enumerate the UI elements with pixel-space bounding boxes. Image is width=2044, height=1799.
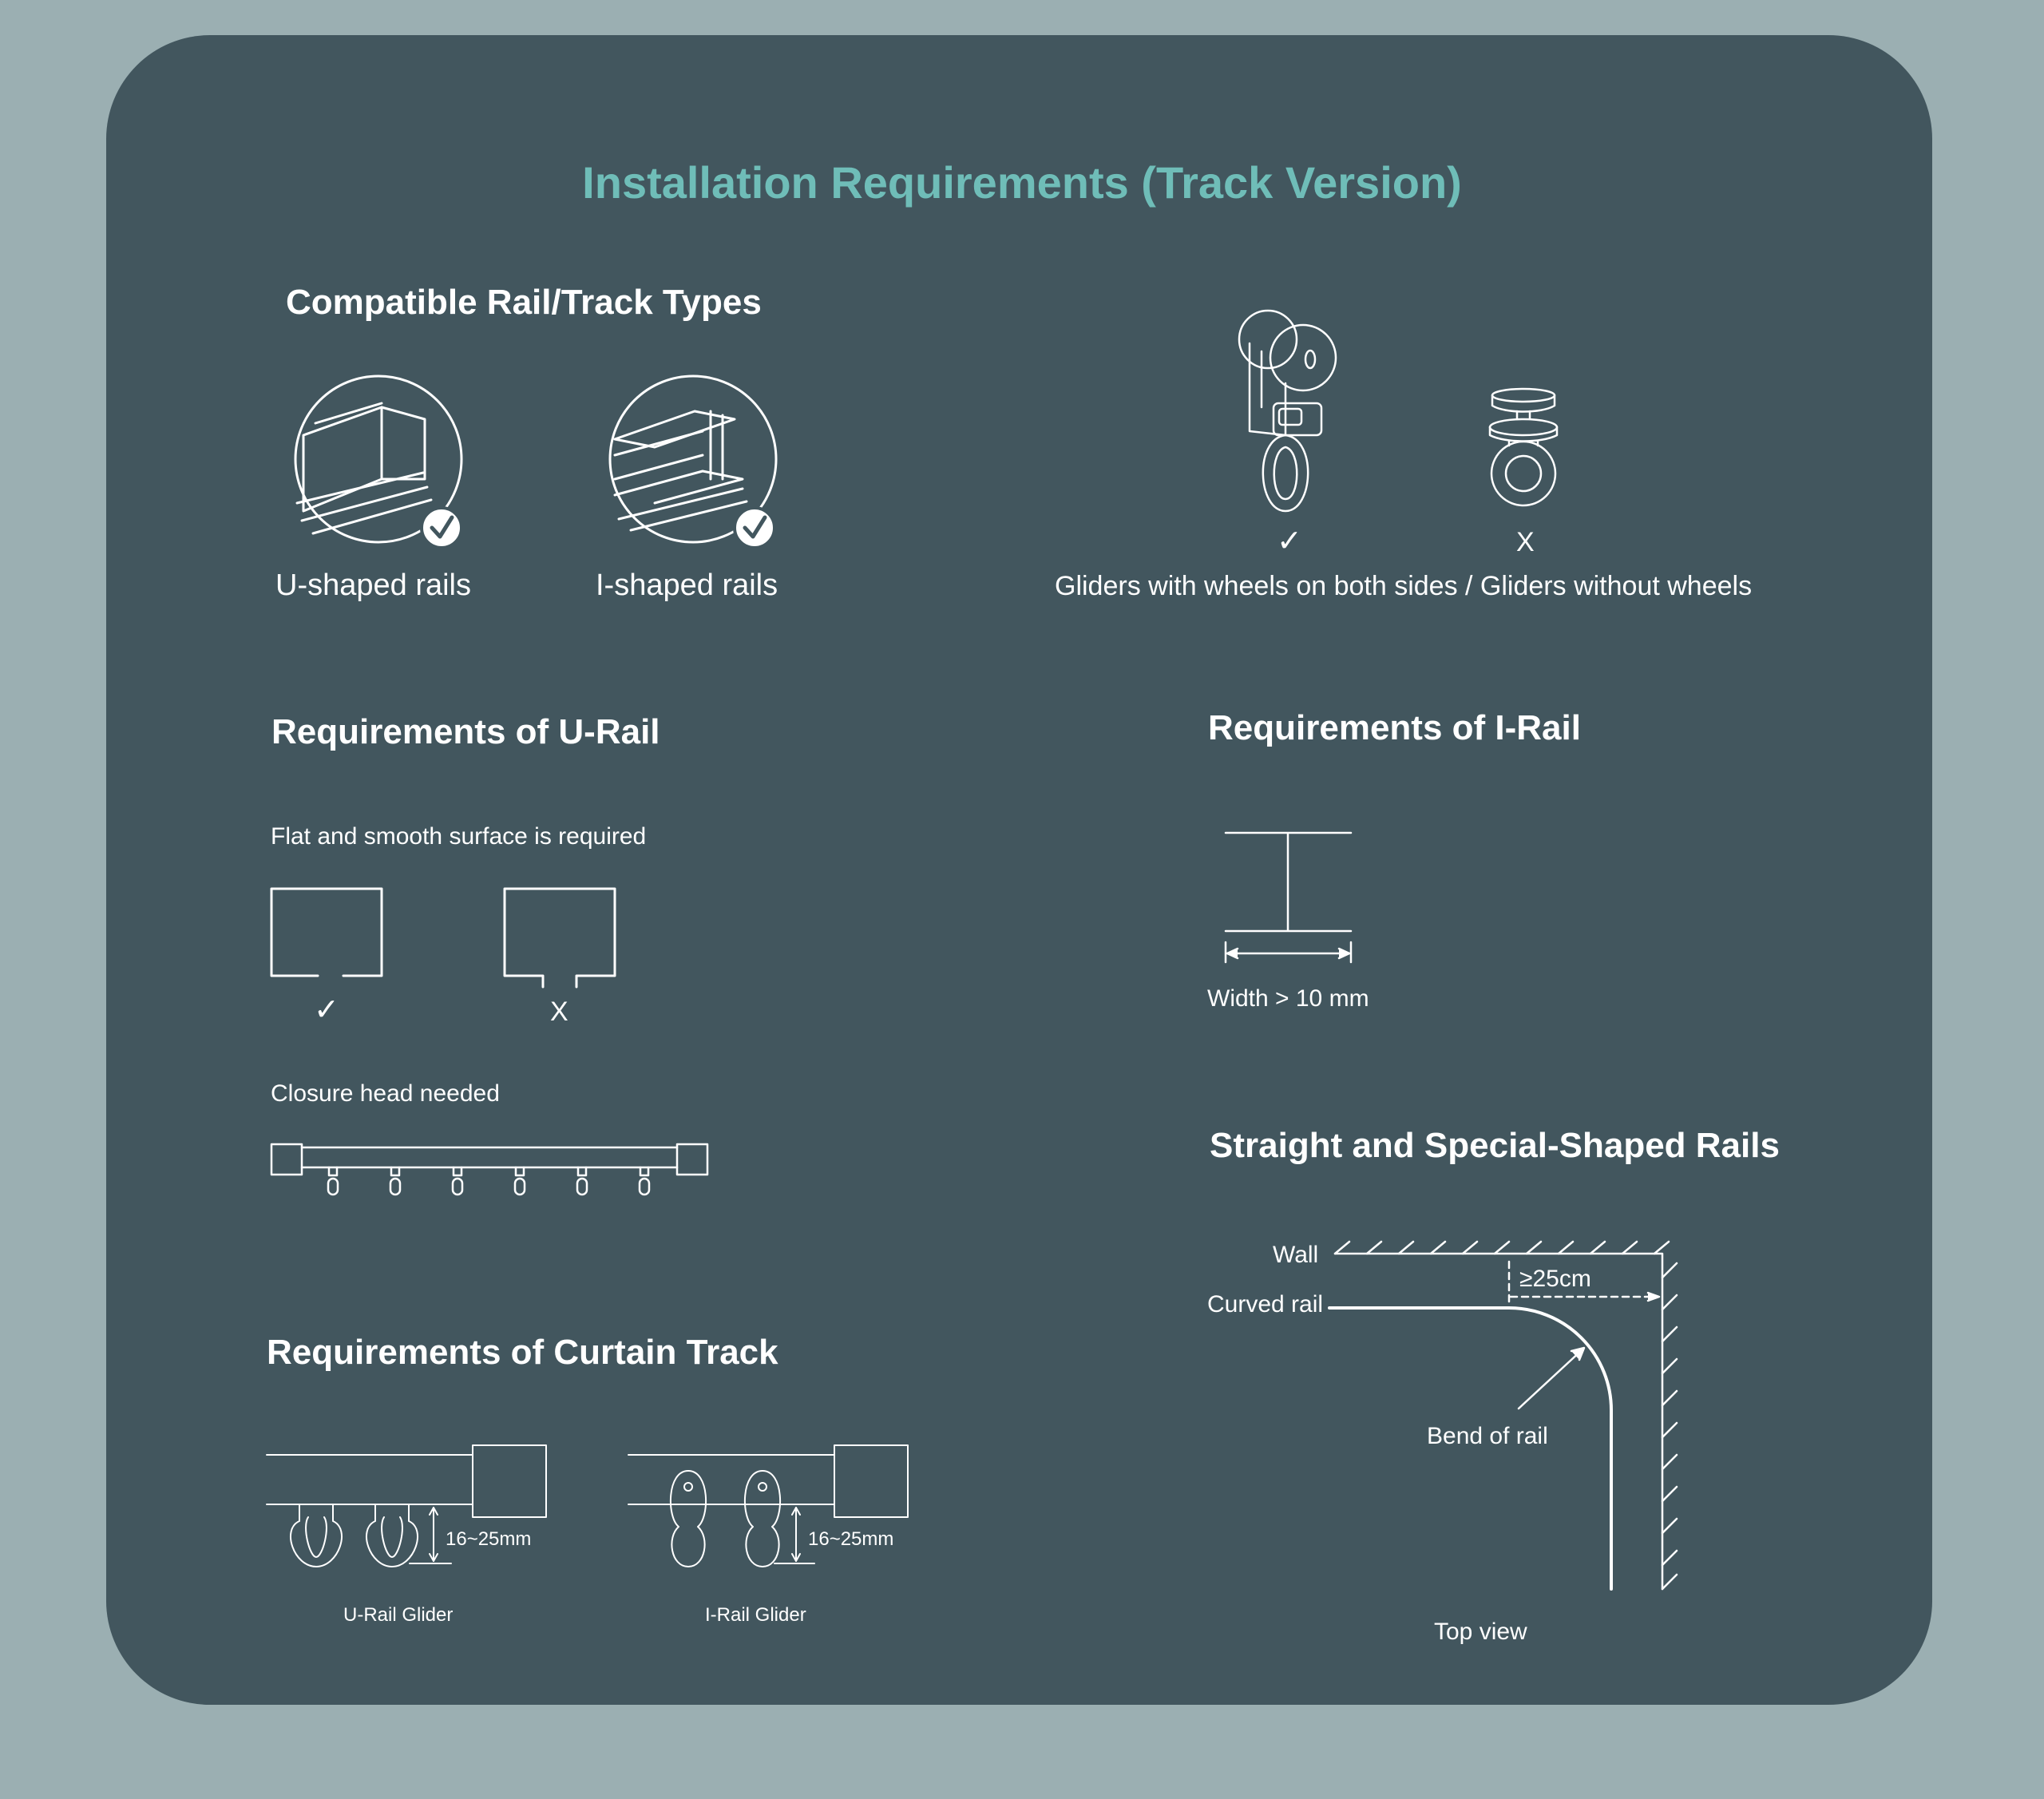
curved-rail-label: Curved rail	[1207, 1291, 1324, 1318]
wall-label: Wall	[1273, 1242, 1319, 1268]
u-rail-ok-mark: ✓	[314, 993, 339, 1027]
glider-caption: Gliders with wheels on both sides / Glid…	[1055, 571, 1753, 601]
curved-rail-diagram	[1328, 1240, 1678, 1591]
top-view-label: Top view	[1434, 1619, 1527, 1645]
i-rail-check-icon	[733, 506, 776, 549]
i-rail-profile	[1224, 831, 1353, 964]
i-rail-heading: Requirements of I-Rail	[1208, 708, 1581, 747]
u-rail-closure-note: Closure head needed	[271, 1080, 500, 1107]
page-title: Installation Requirements (Track Version…	[582, 157, 1462, 208]
u-rail-glider-diagram	[266, 1444, 547, 1567]
i-gap-label: 16~25mm	[808, 1528, 894, 1550]
u-rail-surface-note: Flat and smooth surface is required	[271, 823, 647, 850]
glider-no-mark: X	[1516, 527, 1535, 557]
u-rail-check-icon	[420, 506, 463, 549]
curtain-track-heading: Requirements of Curtain Track	[267, 1333, 778, 1372]
glider-ok-mark: ✓	[1277, 525, 1302, 558]
u-rail-profile-bad	[503, 887, 616, 989]
u-rail-heading: Requirements of U-Rail	[271, 712, 660, 751]
compatible-heading: Compatible Rail/Track Types	[286, 283, 762, 322]
u-rail-profile-ok	[270, 887, 383, 977]
i-rail-icon	[608, 374, 778, 544]
bend-label: Bend of rail	[1427, 1423, 1548, 1449]
i-rail-glider-diagram	[628, 1444, 909, 1567]
glider-without-wheels-icon	[1488, 387, 1559, 507]
special-rails-heading: Straight and Special-Shaped Rails	[1210, 1126, 1780, 1165]
clearance-label: ≥25cm	[1519, 1266, 1591, 1292]
u-rail-no-mark: X	[550, 997, 568, 1027]
i-glider-label: I-Rail Glider	[705, 1604, 806, 1626]
i-rail-width-note: Width > 10 mm	[1207, 985, 1369, 1012]
i-rail-label: I-shaped rails	[596, 569, 778, 602]
closure-head-rail	[270, 1143, 709, 1196]
u-rail-icon	[294, 374, 463, 544]
u-glider-label: U-Rail Glider	[343, 1604, 454, 1626]
requirements-card	[106, 35, 1932, 1705]
u-rail-label: U-shaped rails	[275, 569, 471, 602]
glider-with-wheels-icon	[1238, 309, 1337, 513]
u-gap-label: 16~25mm	[446, 1528, 532, 1550]
